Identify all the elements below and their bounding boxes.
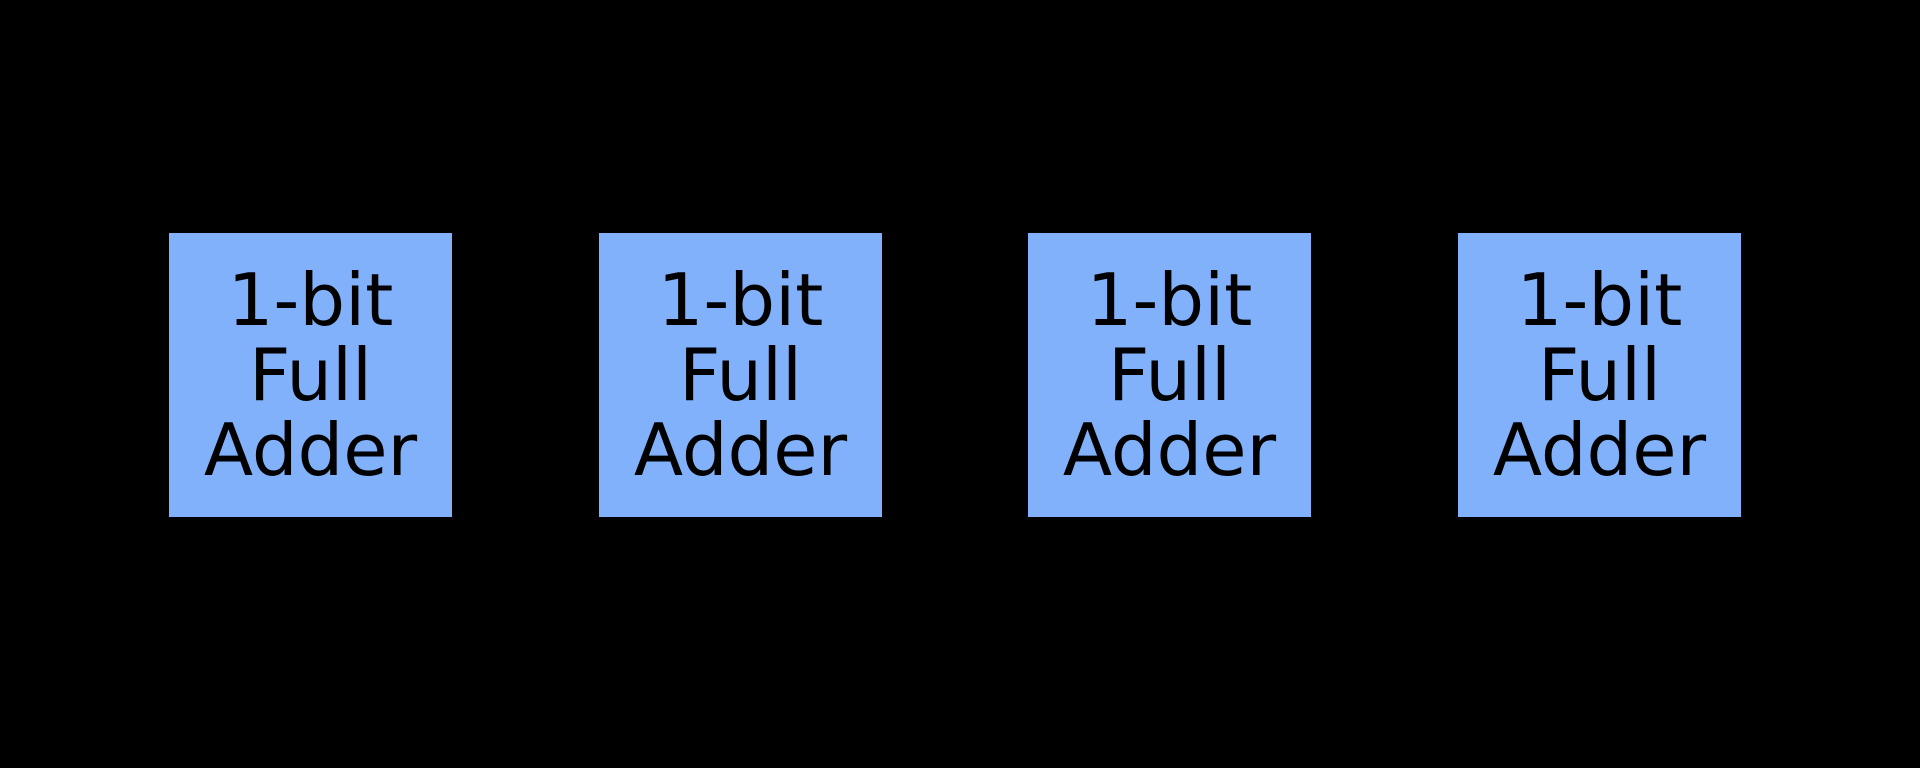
block-label-line: 1-bit [1086,257,1253,342]
full-adder-block-4: 1-bit Full Adder [1458,233,1741,517]
block-label-line: Adder [1492,407,1707,492]
block-label-line: 1-bit [657,257,824,342]
block-label-line: Adder [203,407,418,492]
block-label-line: Full [1107,332,1232,417]
full-adder-block-3: 1-bit Full Adder [1028,233,1311,517]
block-label-line: Adder [1062,407,1277,492]
full-adder-block-1: 1-bit Full Adder [169,233,452,517]
full-adder-block-2: 1-bit Full Adder [599,233,882,517]
block-label-line: 1-bit [227,257,394,342]
block-label-line: 1-bit [1516,257,1683,342]
block-label-line: Full [1537,332,1662,417]
block-label-line: Full [248,332,373,417]
block-label-line: Adder [633,407,848,492]
block-label-line: Full [678,332,803,417]
